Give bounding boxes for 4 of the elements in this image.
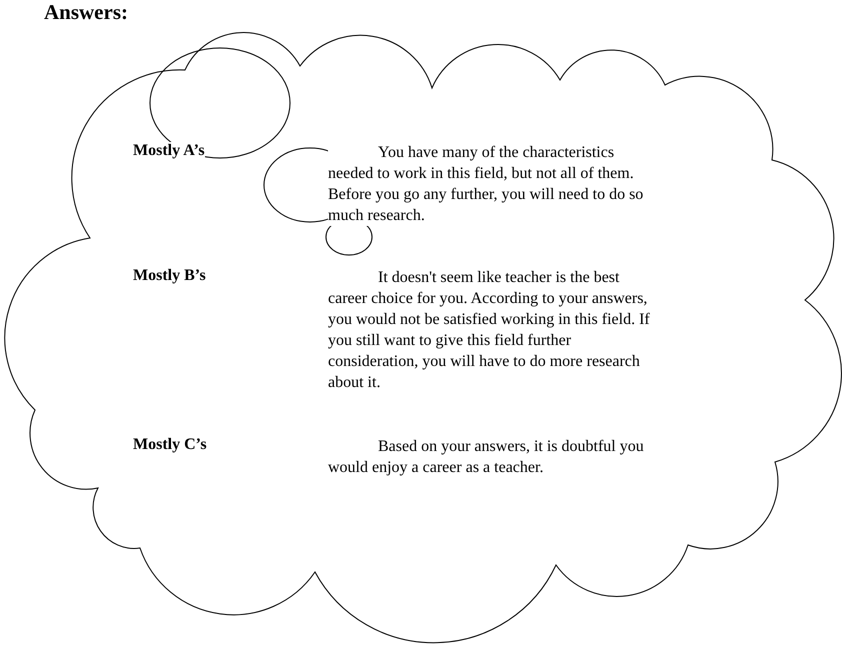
answer-heading: Mostly C’s <box>133 436 207 454</box>
answer-heading: Mostly B’s <box>133 267 206 285</box>
answer-heading: Mostly A’s <box>133 142 205 160</box>
title: Answers: <box>44 0 128 25</box>
